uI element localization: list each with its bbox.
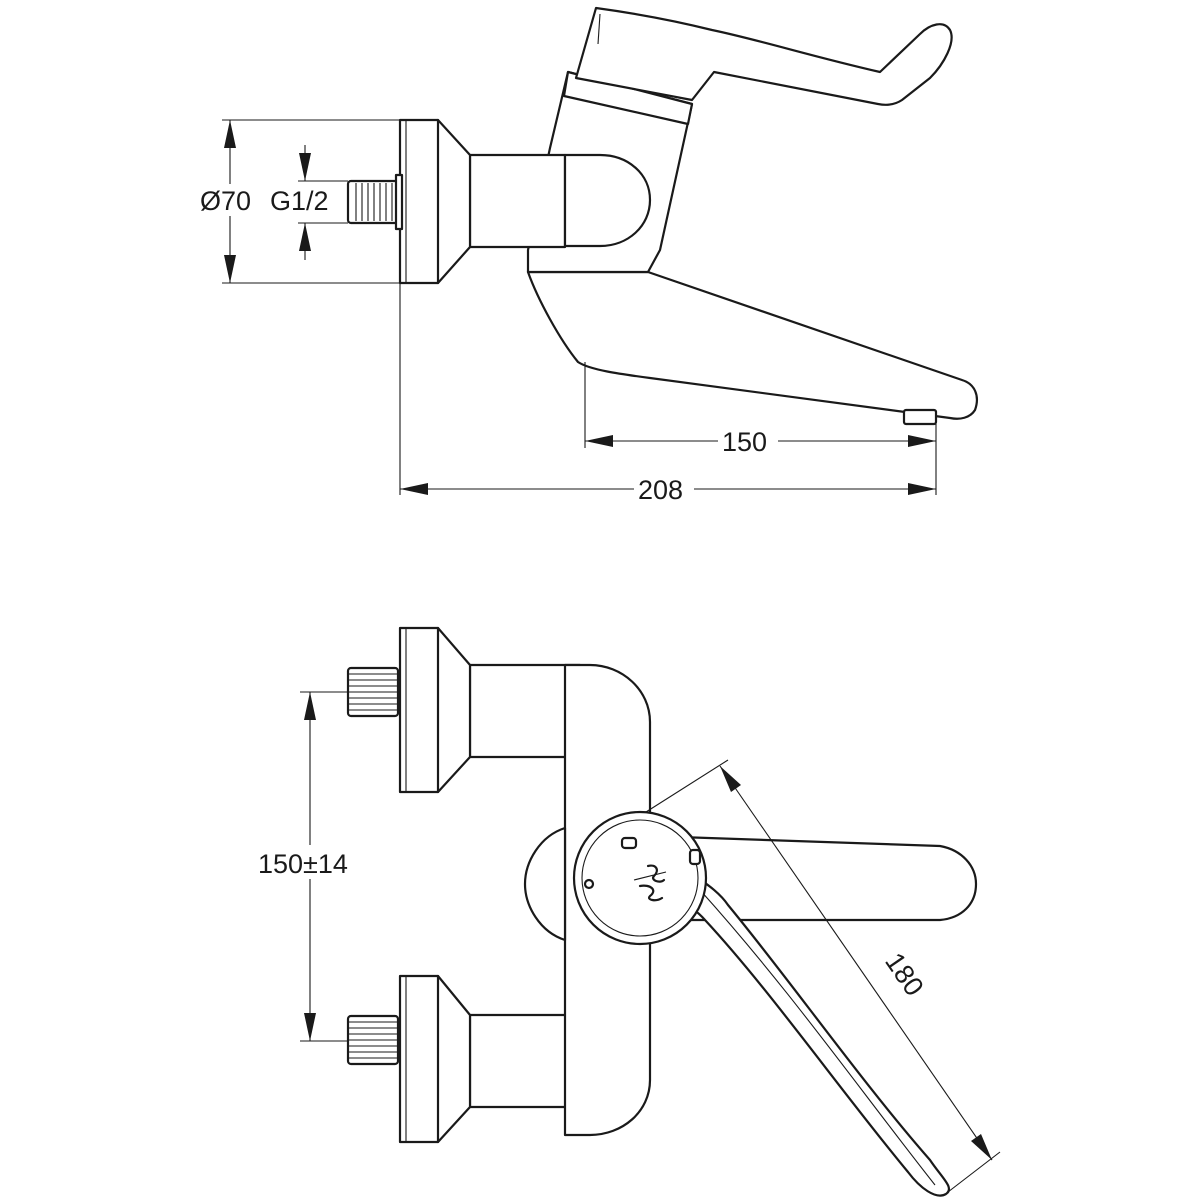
side-view (346, 6, 979, 426)
dim-spout-reach: 150 (722, 427, 767, 457)
top-upper-connector (468, 663, 582, 759)
top-lower-flange (398, 974, 472, 1144)
brand-logo (633, 864, 667, 902)
dim-flange-diameter: Ø70 (200, 186, 251, 216)
side-dimensions: Ø70 G1/2 150 208 (196, 119, 937, 505)
top-dimensions: 150±14 180 (254, 691, 1001, 1193)
dim-thread: G1/2 (270, 186, 329, 216)
dim-centres: 150±14 (258, 849, 348, 879)
dim-overall-projection: 208 (638, 475, 683, 505)
side-spout (526, 270, 979, 420)
side-connector-pipe (468, 153, 567, 249)
top-lever (678, 870, 951, 1197)
side-wall-flange (398, 118, 472, 285)
top-spout (648, 834, 978, 922)
side-lever (574, 6, 953, 106)
side-spout-aerator (902, 408, 938, 426)
top-lower-connector (468, 1013, 582, 1109)
side-body-dome (563, 153, 652, 248)
top-upper-flange (398, 626, 472, 794)
top-view (346, 626, 978, 1197)
